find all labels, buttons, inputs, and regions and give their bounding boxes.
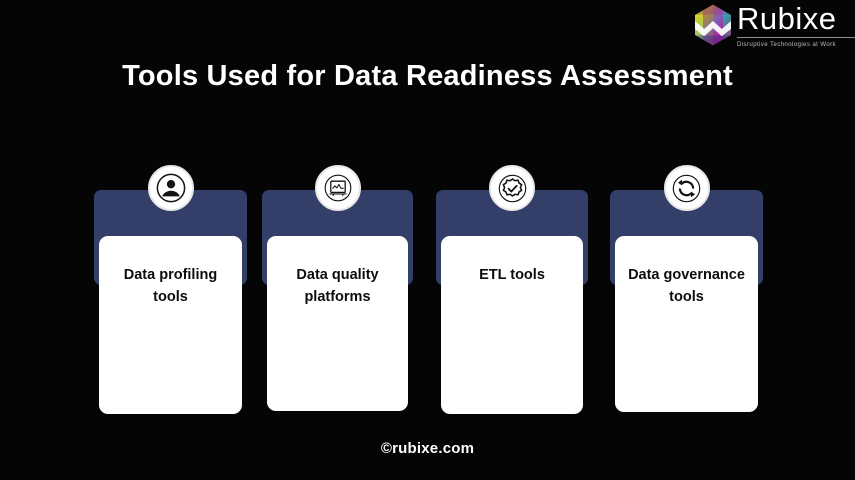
tool-card-label: Data governance tools xyxy=(628,267,745,305)
card-body: Data governance tools xyxy=(615,236,758,412)
tool-card-data-governance[interactable]: Data governance tools xyxy=(610,165,763,420)
brand-tagline: Disruptive Technologies at Work xyxy=(737,41,837,48)
brand-name: Rubixe xyxy=(737,1,837,36)
refresh-sync-icon xyxy=(663,165,710,211)
brand-logo: Rubixe Disruptive Technologies at Work xyxy=(693,2,855,50)
footer-copyright: ©rubixe.com xyxy=(380,440,475,457)
tool-card-etl[interactable]: ETL tools xyxy=(436,165,588,420)
tool-card-data-profiling[interactable]: Data profiling tools xyxy=(94,165,247,420)
logo-divider xyxy=(737,37,855,38)
card-body: Data quality platforms xyxy=(267,236,408,411)
card-body: ETL tools xyxy=(441,236,583,414)
card-body: Data profiling tools xyxy=(99,236,242,414)
rubixe-hexagon-logo-icon xyxy=(693,4,733,46)
page-title: Tools Used for Data Readiness Assessment xyxy=(122,60,733,92)
monitor-chart-icon xyxy=(314,165,361,211)
tools-card-row: Data profiling tools Data quality platfo… xyxy=(94,165,764,420)
tool-card-label: Data profiling tools xyxy=(123,267,218,305)
tool-card-label: ETL tools xyxy=(479,267,545,283)
user-person-icon xyxy=(147,165,194,211)
tool-card-label: Data quality platforms xyxy=(296,267,379,305)
tool-card-data-quality[interactable]: Data quality platforms xyxy=(262,165,413,420)
verified-check-icon xyxy=(489,165,535,211)
